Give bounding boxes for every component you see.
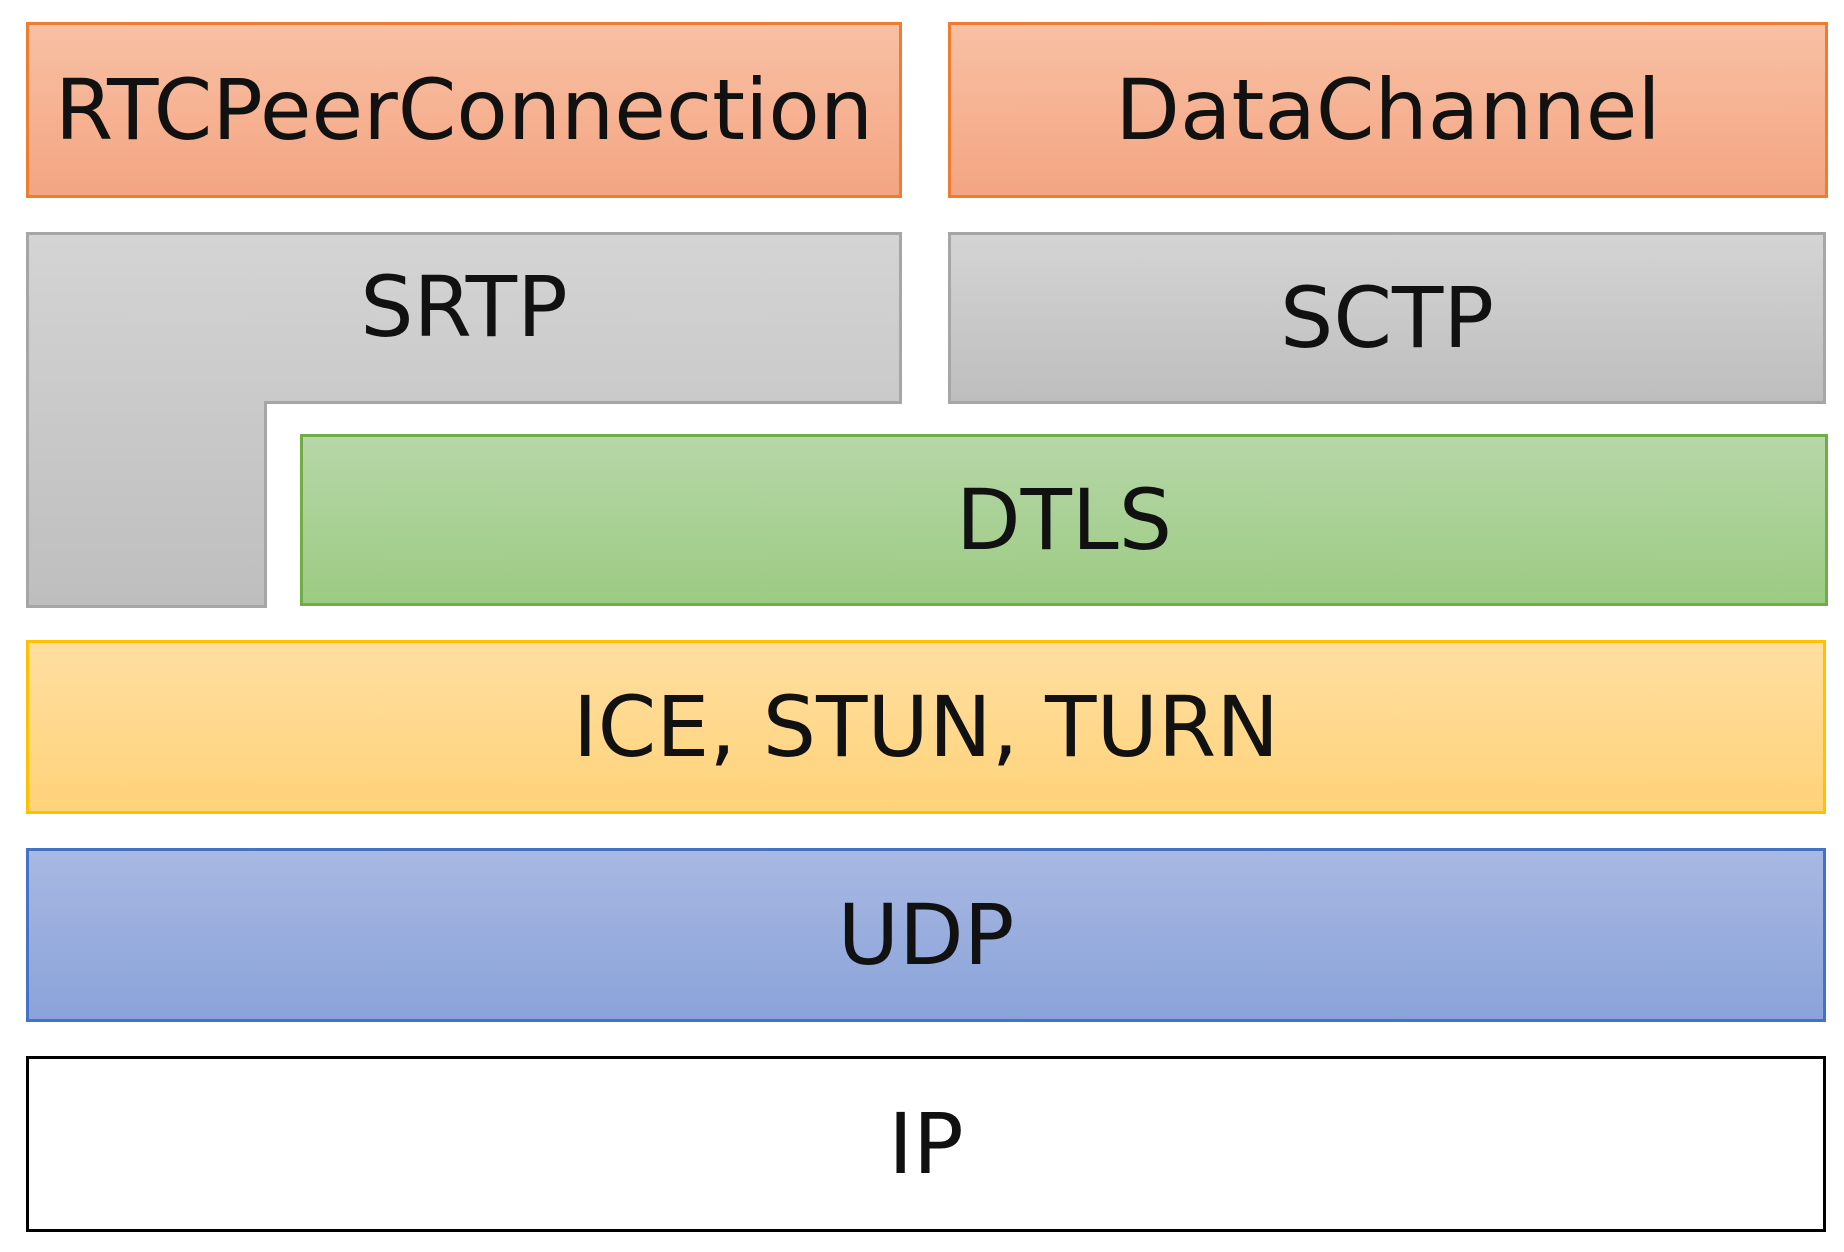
ip-layer: IP (26, 1056, 1826, 1232)
dtls-layer: DTLS (300, 434, 1828, 606)
rtcpeerconnection-layer: RTCPeerConnection (26, 22, 902, 198)
datachannel-layer: DataChannel (948, 22, 1828, 198)
sctp-layer: SCTP (948, 232, 1826, 404)
srtp-label: SRTP (360, 258, 568, 356)
udp-layer: UDP (26, 848, 1826, 1022)
ice-stun-turn-layer: ICE, STUN, TURN (26, 640, 1826, 814)
